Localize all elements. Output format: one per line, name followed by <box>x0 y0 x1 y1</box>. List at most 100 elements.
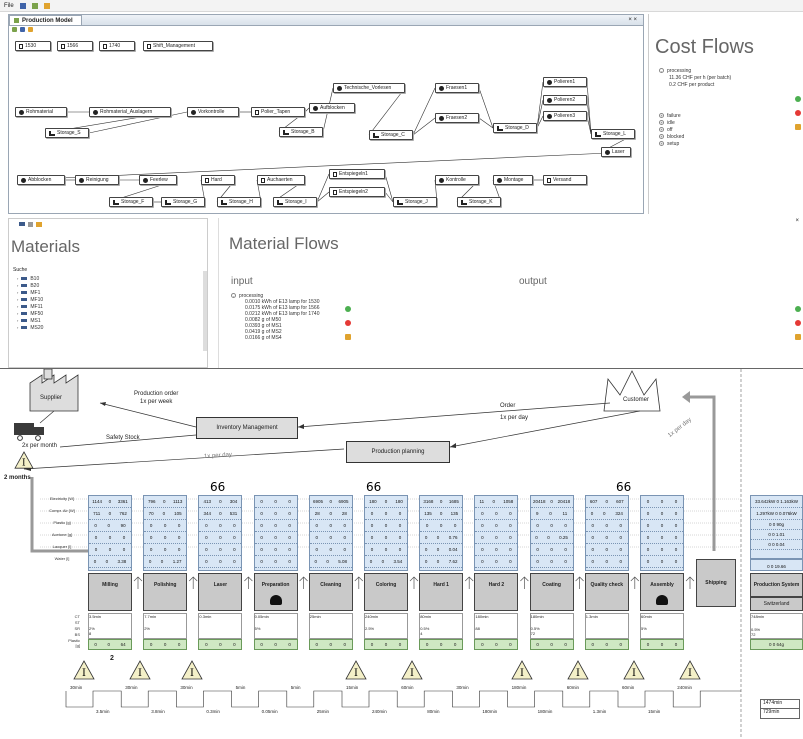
expand-icon[interactable]: › <box>17 297 19 302</box>
folder-icon[interactable] <box>36 221 42 227</box>
graph-node[interactable]: Kontrolle <box>435 175 479 185</box>
graph-node[interactable]: Hard <box>201 175 235 185</box>
graph-node[interactable]: Polieren2 <box>543 95 587 105</box>
expand-icon[interactable]: › <box>17 325 19 330</box>
state-blocked[interactable]: blocked <box>667 133 685 140</box>
graph-node[interactable]: Rohmaterial_Auslagern <box>89 107 171 117</box>
graph-node[interactable]: Storage_D <box>493 123 537 133</box>
material-item[interactable]: ›B20 <box>17 282 207 289</box>
graph-node[interactable]: Polieren3 <box>543 111 587 121</box>
expand-icon[interactable]: + <box>659 141 664 146</box>
graph-node[interactable]: Entspiegeln2 <box>329 187 385 197</box>
top-node-1740[interactable]: 1740 <box>99 41 135 51</box>
expand-icon[interactable]: › <box>17 276 19 281</box>
material-item[interactable]: ›B10 <box>17 275 207 282</box>
value: 0 <box>108 547 112 552</box>
add-icon[interactable] <box>345 306 351 312</box>
graph-node[interactable]: Montage <box>493 175 533 185</box>
expand-icon[interactable]: + <box>659 113 664 118</box>
graph-node[interactable]: Laser <box>601 147 631 157</box>
graph-node[interactable]: Rohmaterial <box>15 107 67 117</box>
graph-node[interactable]: Storage_L <box>591 129 635 139</box>
graph-node[interactable]: Polier_Tapen <box>251 107 305 117</box>
save-icon[interactable] <box>19 2 26 9</box>
graph-node[interactable]: Storage_K <box>457 197 501 207</box>
expand-icon[interactable]: › <box>17 283 19 288</box>
expand-icon[interactable]: + <box>659 127 664 132</box>
expand-icon[interactable]: › <box>17 304 19 309</box>
system-air: 1.297kW 0 0.076kW <box>751 508 802 520</box>
state-setup[interactable]: setup <box>667 140 680 147</box>
settings-icon[interactable] <box>28 27 33 32</box>
graph-node[interactable]: Fraesen1 <box>435 83 479 93</box>
graph-node[interactable]: Storage_B <box>279 127 323 137</box>
graph-node[interactable]: Storage_C <box>369 130 413 140</box>
graph-node[interactable]: Storage_J <box>393 197 437 207</box>
value: 0 <box>674 559 678 564</box>
material-item[interactable]: › MF1 <box>17 289 207 296</box>
collapse-icon[interactable]: - <box>659 68 664 73</box>
menu-file[interactable]: File <box>4 2 14 9</box>
collapse-icon[interactable]: - <box>231 293 236 298</box>
graph-node[interactable]: Entspiegeln1 <box>329 169 385 179</box>
graph-node[interactable]: Storage_F <box>109 197 153 207</box>
top-node-1530[interactable]: 1530 <box>15 41 51 51</box>
push-arrow <box>464 576 474 589</box>
material-item[interactable]: ›MF10 <box>17 296 207 303</box>
graph-node[interactable]: Feerlew <box>139 175 177 185</box>
graph-node[interactable]: Auchaerten <box>257 175 305 185</box>
material-item[interactable]: ›MS20 <box>17 324 207 331</box>
material-item[interactable]: ›MF50 <box>17 310 207 317</box>
scrollbar[interactable] <box>203 271 207 351</box>
value: 0 <box>495 642 498 647</box>
graph-node[interactable]: Technische_Vorlesen <box>333 83 405 93</box>
close-icon[interactable]: × <box>795 218 799 224</box>
state-off[interactable]: off <box>667 126 673 133</box>
material-item[interactable]: ›MS1 <box>17 317 207 324</box>
edit-output-icon[interactable] <box>795 334 801 340</box>
expand-icon[interactable]: + <box>659 120 664 125</box>
graph-node[interactable]: Versand <box>543 175 587 185</box>
remove-output-icon[interactable] <box>795 320 801 326</box>
graph-node[interactable]: Polieren1 <box>543 77 587 87</box>
state-failure[interactable]: failure <box>667 112 681 119</box>
top-node-shift-management[interactable]: Shift_Management <box>143 41 213 51</box>
graph-node[interactable]: Storage_G <box>161 197 205 207</box>
value: 0 <box>619 535 623 540</box>
material-item[interactable]: ›MF11 <box>17 303 207 310</box>
remove-icon[interactable] <box>795 110 801 116</box>
edit-icon[interactable] <box>20 27 25 32</box>
value: 0 <box>605 535 609 540</box>
expand-icon[interactable]: › <box>17 311 19 316</box>
expand-icon[interactable]: › <box>17 290 19 295</box>
warning-icon[interactable] <box>43 2 50 9</box>
state-idle[interactable]: idle <box>667 119 675 126</box>
node-label: 1530 <box>25 43 37 49</box>
delete-icon[interactable] <box>28 221 33 227</box>
edit-icon[interactable] <box>345 334 351 340</box>
remove-icon[interactable] <box>345 320 351 326</box>
edit-icon[interactable] <box>795 124 801 130</box>
value: 0 <box>439 642 443 647</box>
close-icon[interactable]: × × <box>628 17 637 23</box>
tab-production-model[interactable]: Production Model <box>9 15 82 25</box>
add-node-icon[interactable] <box>12 27 17 32</box>
graph-node[interactable]: Fraesen2 <box>435 113 479 123</box>
graph-node[interactable]: Abblocken <box>17 175 65 185</box>
add-material-icon[interactable] <box>19 222 25 226</box>
undo-icon[interactable] <box>31 2 38 9</box>
graph-node[interactable]: Storage_H <box>217 197 261 207</box>
graph-node[interactable]: Vorkontrolle <box>187 107 239 117</box>
graph-node[interactable]: Reinigung <box>75 175 119 185</box>
graph-node[interactable]: Storage_I <box>273 197 317 207</box>
graph-node[interactable]: Storage_S <box>45 128 89 138</box>
expand-icon[interactable]: + <box>659 134 664 139</box>
graph-node[interactable]: Aufblocken <box>309 103 355 113</box>
add-output-icon[interactable] <box>795 306 801 312</box>
expand-icon[interactable]: › <box>17 318 19 323</box>
top-node-1566[interactable]: 1566 <box>57 41 93 51</box>
inventory-triangle <box>129 660 151 680</box>
material-label: MF1 <box>30 289 41 296</box>
add-icon[interactable] <box>795 96 801 102</box>
